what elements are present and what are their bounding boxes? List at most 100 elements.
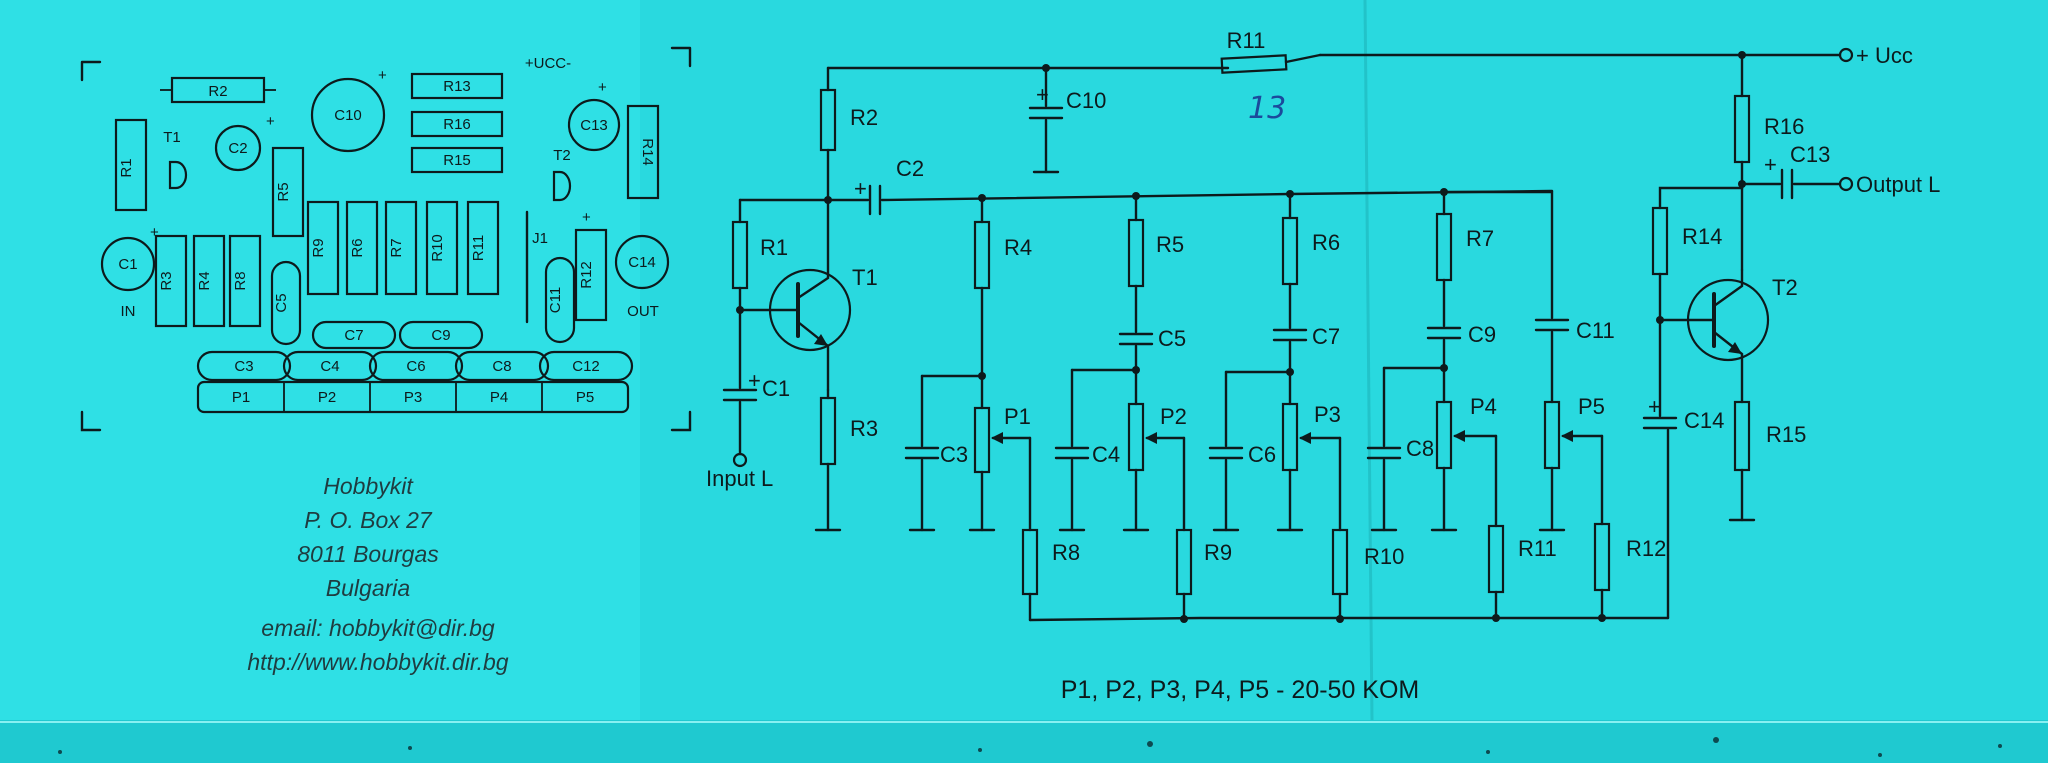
ucc-terminal [1838, 47, 1854, 63]
pcb-c12-label: C12 [572, 358, 600, 375]
pcb-c11-label: C11 [547, 287, 564, 313]
sch-r14-label: R14 [1682, 224, 1722, 249]
pcb-r13 [410, 72, 504, 100]
pcb-c1 [100, 236, 156, 292]
right-panel [640, 0, 2048, 720]
pcb-r8 [228, 234, 262, 328]
sch-r11-top-label: R11 [1227, 28, 1266, 53]
address-url: http://www.hobbykit.dir.bg [247, 649, 508, 675]
pcb-r4 [192, 234, 226, 328]
sch-r9-label: R9 [1204, 540, 1232, 565]
pcb-r2-label: R2 [208, 83, 227, 100]
sch-p1-label: P1 [1004, 404, 1031, 429]
sch-r1-label: R1 [760, 235, 788, 260]
sch-r10-label: R10 [1364, 544, 1404, 569]
pcb-c13-plus: + [598, 79, 607, 96]
pcb-p1-label: P1 [232, 389, 250, 406]
pcb-r7 [384, 200, 418, 296]
pcb-r10 [425, 200, 459, 296]
pcb-p5-label: P5 [576, 389, 594, 406]
pcb-c8-label: C8 [492, 358, 511, 375]
pcb-r14-label: R14 [639, 138, 656, 166]
pcb-c7 [311, 320, 397, 350]
pcb-c14-label: C14 [628, 254, 656, 271]
sch-c7-label: C7 [1312, 324, 1340, 349]
sch-t1-label: T1 [852, 265, 878, 290]
pot-value-note: P1, P2, P3, P4, P5 - 20-50 KOM [1061, 676, 1420, 704]
address-company: Hobbykit [323, 473, 414, 499]
ucc-label: + Ucc [1856, 43, 1913, 68]
pcb-ucc-label: +UCC- [525, 55, 571, 72]
p2-wiper-arrow [1145, 432, 1157, 444]
p5-wiper-arrow [1561, 430, 1573, 442]
ucc-rail-slope [1284, 53, 1322, 64]
pcb-pot-strip [196, 380, 630, 414]
pcb-c2 [214, 124, 262, 172]
pcb-p3-label: P3 [404, 389, 422, 406]
pcb-c2-plus: + [266, 113, 275, 130]
pcb-r8-label: R8 [232, 271, 249, 290]
sch-r16-label: R16 [1764, 114, 1804, 139]
pcb-r3 [154, 234, 188, 328]
pcb-r6 [345, 200, 379, 296]
pcb-r6-label: R6 [349, 238, 366, 257]
corner-mark-tr [670, 46, 692, 68]
sch-r6-label: R6 [1312, 230, 1340, 255]
sch-c14-plus: + [1648, 394, 1661, 419]
output-label: Output L [1856, 172, 1940, 197]
return-bus [1028, 616, 1670, 622]
sch-r15-label: R15 [1766, 422, 1806, 447]
sch-c5-label: C5 [1158, 326, 1186, 351]
pcb-r1-label: R1 [118, 158, 135, 177]
pcb-r9-label: R9 [310, 238, 327, 257]
sch-p5-label: P5 [1578, 394, 1605, 419]
pcb-c6 [368, 350, 464, 382]
r14-top-wire [1658, 182, 1744, 210]
pcb-r1 [114, 118, 148, 212]
pcb-j1-label: J1 [532, 230, 548, 247]
pcb-c9 [398, 320, 484, 350]
pcb-c10 [310, 77, 386, 153]
sch-c2-label: C2 [896, 156, 924, 181]
pcb-in-label: IN [121, 303, 136, 320]
pcb-r15 [410, 146, 504, 174]
sch-c9-label: C9 [1468, 322, 1496, 347]
pcb-t1-label: T1 [163, 129, 181, 146]
pcb-r12-label: R12 [578, 261, 595, 289]
pcb-c5-label: C5 [273, 293, 290, 312]
sch-c13-plus: + [1764, 152, 1777, 177]
address-city: 8011 Bourgas [297, 541, 439, 567]
pcb-r11 [466, 200, 500, 296]
paper-fold [1363, 0, 1374, 721]
sch-p2-label: P2 [1160, 404, 1187, 429]
sch-r5-label: R5 [1156, 232, 1184, 257]
pcb-c3-label: C3 [234, 358, 253, 375]
pcb-r15-label: R15 [443, 152, 471, 169]
pcb-c9-label: C9 [431, 327, 450, 344]
pcb-c12 [538, 350, 634, 382]
address-pobox: P. O. Box 27 [304, 507, 433, 533]
pcb-c13 [567, 98, 621, 152]
bus-to-c11 [1442, 190, 1554, 320]
pcb-c4 [282, 350, 378, 382]
pcb-c3 [196, 350, 292, 382]
input-terminal [732, 452, 748, 468]
pcb-layout: R2 R1 T1 C2 + C10 + R5 R13 R16 R15 +UCC-… [80, 46, 692, 432]
sch-c1-label: C1 [762, 376, 790, 401]
pcb-r14 [626, 104, 660, 200]
pcb-c2-label: C2 [228, 140, 247, 157]
sch-c3-label: C3 [940, 442, 968, 467]
output-terminal [1838, 176, 1854, 192]
pcb-t2 [552, 170, 572, 202]
sch-c4-label: C4 [1092, 442, 1120, 467]
sch-c14-label: C14 [1684, 408, 1724, 433]
sch-c2-plus: + [854, 176, 867, 201]
sch-c1-plus: + [748, 368, 761, 393]
sch-r4-label: R4 [1004, 235, 1032, 260]
pcb-r16-label: R16 [443, 116, 471, 133]
pcb-c13-label: C13 [580, 117, 608, 134]
sch-r3-label: R3 [850, 416, 878, 441]
pcb-r12 [574, 228, 608, 322]
sch-r7-label: R7 [1466, 226, 1494, 251]
corner-mark-tl [80, 60, 102, 82]
